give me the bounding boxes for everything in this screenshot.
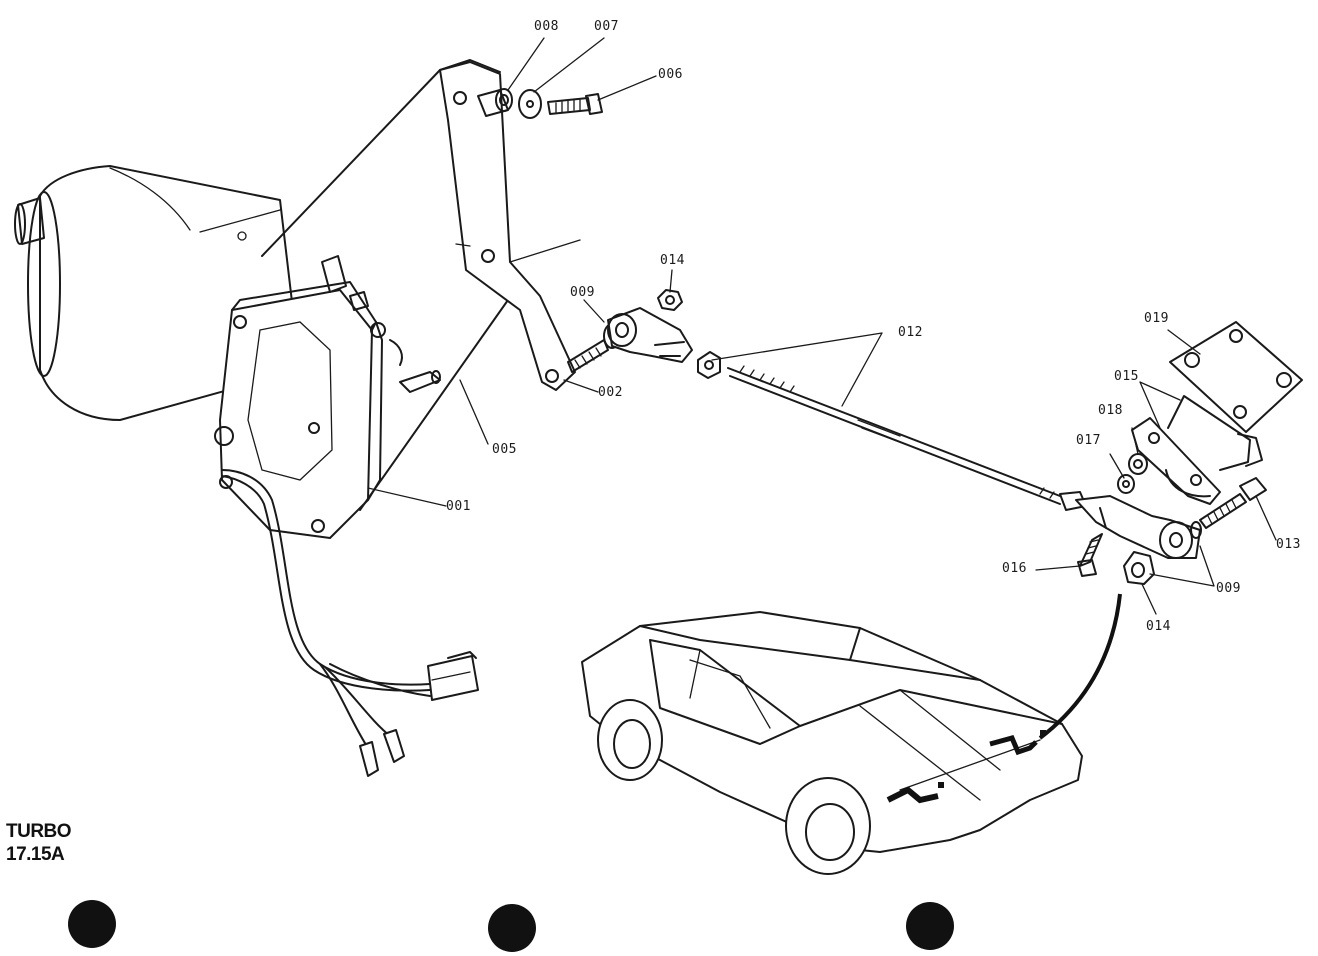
bolt-006 <box>547 93 603 115</box>
part-label-005: 005 <box>492 442 517 457</box>
part-label-007: 007 <box>594 19 619 34</box>
car-location-view <box>581 593 1122 875</box>
mounting-plate-019 <box>1169 321 1303 467</box>
wiring-harness <box>221 469 479 777</box>
page-code-line2: 17.15A <box>6 844 65 865</box>
part-label-013: 013 <box>1276 537 1301 552</box>
part-label-001: 001 <box>446 499 471 514</box>
part-label-006: 006 <box>658 67 683 82</box>
adjusting-rod-012 <box>697 351 1087 511</box>
page-code-line1: TURBO <box>6 821 72 842</box>
bracket-015 <box>1131 395 1251 505</box>
part-label-009-upper: 009 <box>570 285 595 300</box>
part-label-009-lower: 009 <box>1216 581 1241 596</box>
part-label-014-upper: 014 <box>660 253 685 268</box>
bolt-016 <box>1077 533 1103 577</box>
link-plate-002 <box>439 61 581 391</box>
washer-018 <box>1128 453 1148 475</box>
punch-hole-center <box>488 904 536 952</box>
bushing-008 <box>477 88 513 117</box>
nut-014-upper <box>657 289 683 311</box>
punch-hole-right <box>906 902 954 950</box>
part-label-016: 016 <box>1002 561 1027 576</box>
part-label-019: 019 <box>1144 311 1169 326</box>
part-label-018: 018 <box>1098 403 1123 418</box>
part-label-002: 002 <box>598 385 623 400</box>
nut-014-lower <box>1123 551 1155 585</box>
part-label-017: 017 <box>1076 433 1101 448</box>
rod-end-joint-009 <box>1075 495 1202 559</box>
part-label-008: 008 <box>534 19 559 34</box>
part-label-015: 015 <box>1114 369 1139 384</box>
part-label-014-lower: 014 <box>1146 619 1171 634</box>
wiper-motor-001 <box>14 165 441 539</box>
bolt-013 <box>1199 477 1267 529</box>
leader-lines <box>367 37 1277 615</box>
punch-hole-left <box>68 900 116 948</box>
part-label-012: 012 <box>898 325 923 340</box>
washer-017 <box>1117 474 1135 494</box>
ball-joint-009 <box>567 307 693 373</box>
washer-007 <box>518 89 542 119</box>
